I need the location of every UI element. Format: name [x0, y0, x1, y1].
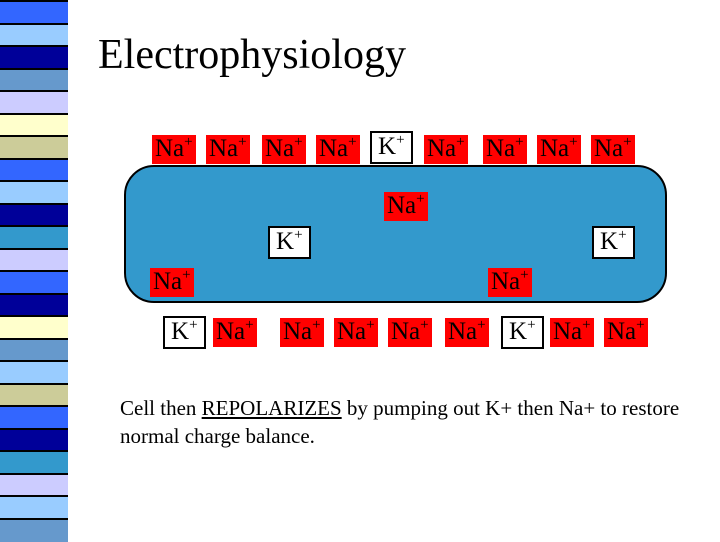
sodium-ion-top-row: Na+	[591, 135, 635, 164]
ion-charge: +	[245, 317, 253, 333]
ion-symbol: Na	[337, 318, 366, 345]
ion-charge: +	[582, 317, 590, 333]
ion-symbol: K	[378, 133, 396, 160]
ion-symbol: Na	[448, 318, 477, 345]
ion-symbol: Na	[391, 318, 420, 345]
ion-charge: +	[515, 134, 523, 150]
potassium-ion-inside: K+	[592, 226, 635, 259]
sodium-ion-top-row: Na+	[316, 135, 360, 164]
ion-symbol: Na	[283, 318, 312, 345]
ion-charge: +	[618, 227, 626, 243]
stripe-block	[0, 158, 68, 183]
ion-charge: +	[420, 317, 428, 333]
ion-symbol: K	[171, 318, 189, 345]
stripe-block	[0, 203, 68, 228]
potassium-ion-inside: K+	[268, 226, 311, 259]
ion-symbol: Na	[427, 135, 456, 162]
cell-body	[124, 165, 667, 303]
stripe-block	[0, 90, 68, 115]
sodium-ion-bottom-row: Na+	[334, 318, 378, 347]
sodium-ion-bottom-row: Na+	[388, 318, 432, 347]
stripe-block	[0, 518, 68, 542]
stripe-block	[0, 495, 68, 520]
sodium-ion-top-row: Na+	[152, 135, 196, 164]
stripe-block	[0, 405, 68, 430]
sodium-ion-bottom-row: Na+	[280, 318, 324, 347]
stripe-block	[0, 315, 68, 340]
slide-title: Electrophysiology	[98, 34, 406, 76]
stripe-block	[0, 45, 68, 70]
ion-charge: +	[182, 267, 190, 283]
ion-symbol: Na	[387, 192, 416, 219]
sodium-ion-bottom-row: Na+	[213, 318, 257, 347]
ion-charge: +	[348, 134, 356, 150]
ion-charge: +	[520, 267, 528, 283]
ion-symbol: K	[276, 228, 294, 255]
ion-charge: +	[184, 134, 192, 150]
stripe-block	[0, 135, 68, 160]
ion-charge: +	[527, 317, 535, 333]
potassium-ion-bottom-row: K+	[501, 316, 544, 349]
ion-charge: +	[569, 134, 577, 150]
potassium-ion-bottom-row: K+	[163, 316, 206, 349]
ion-symbol: Na	[209, 135, 238, 162]
ion-symbol: K	[509, 318, 527, 345]
sodium-ion-top-row: Na+	[206, 135, 250, 164]
stripe-block	[0, 270, 68, 295]
stripe-block	[0, 450, 68, 475]
decorative-stripe	[0, 0, 68, 540]
ion-symbol: Na	[607, 318, 636, 345]
sodium-ion-bottom-row: Na+	[445, 318, 489, 347]
ion-symbol: Na	[319, 135, 348, 162]
sodium-ion-inside: Na+	[488, 268, 532, 297]
ion-symbol: K	[600, 228, 618, 255]
stripe-block	[0, 360, 68, 385]
sodium-ion-top-row: Na+	[262, 135, 306, 164]
ion-symbol: Na	[155, 135, 184, 162]
ion-symbol: Na	[153, 268, 182, 295]
sodium-ion-inside: Na+	[150, 268, 194, 297]
ion-charge: +	[312, 317, 320, 333]
ion-symbol: Na	[265, 135, 294, 162]
ion-charge: +	[189, 317, 197, 333]
stripe-block	[0, 383, 68, 408]
ion-charge: +	[396, 132, 404, 148]
ion-charge: +	[456, 134, 464, 150]
stripe-block	[0, 23, 68, 48]
ion-charge: +	[366, 317, 374, 333]
ion-symbol: Na	[553, 318, 582, 345]
ion-charge: +	[623, 134, 631, 150]
stripe-block	[0, 225, 68, 250]
ion-symbol: Na	[486, 135, 515, 162]
caption-text-start: Cell then	[120, 396, 202, 420]
stripe-block	[0, 293, 68, 318]
ion-symbol: Na	[594, 135, 623, 162]
stripe-block	[0, 68, 68, 93]
ion-symbol: Na	[540, 135, 569, 162]
stripe-block	[0, 0, 68, 25]
ion-symbol: Na	[491, 268, 520, 295]
stripe-block	[0, 180, 68, 205]
sodium-ion-top-row: Na+	[537, 135, 581, 164]
stripe-block	[0, 248, 68, 273]
stripe-block	[0, 428, 68, 453]
ion-symbol: Na	[216, 318, 245, 345]
slide-caption: Cell then REPOLARIZES by pumping out K+ …	[120, 394, 710, 450]
sodium-ion-bottom-row: Na+	[550, 318, 594, 347]
sodium-ion-top-row: Na+	[424, 135, 468, 164]
ion-charge: +	[294, 134, 302, 150]
sodium-ion-top-row: Na+	[483, 135, 527, 164]
stripe-block	[0, 338, 68, 363]
ion-charge: +	[636, 317, 644, 333]
ion-charge: +	[294, 227, 302, 243]
stripe-block	[0, 473, 68, 498]
ion-charge: +	[238, 134, 246, 150]
sodium-ion-inside: Na+	[384, 192, 428, 221]
ion-charge: +	[416, 191, 424, 207]
caption-keyword-repolarizes: REPOLARIZES	[202, 396, 342, 420]
stripe-block	[0, 113, 68, 138]
potassium-ion-top-row: K+	[370, 131, 413, 164]
sodium-ion-bottom-row: Na+	[604, 318, 648, 347]
ion-charge: +	[477, 317, 485, 333]
